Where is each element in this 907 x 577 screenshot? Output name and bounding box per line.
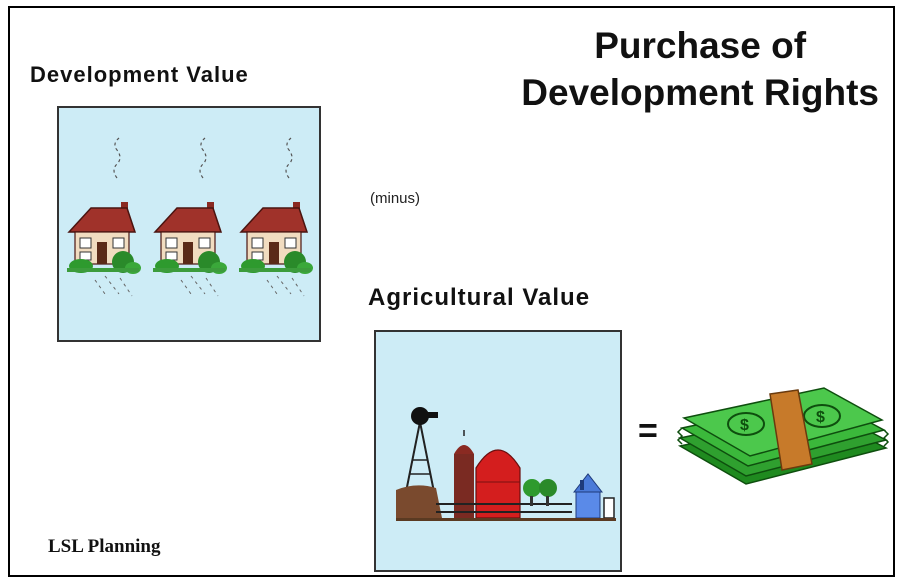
svg-text:$: $ (816, 409, 825, 426)
title-line-2: Development Rights (521, 72, 879, 113)
title-line-1: Purchase of (594, 25, 807, 66)
slide: Purchase of Development Rights Developme… (8, 6, 895, 577)
svg-text:$: $ (740, 417, 749, 434)
equals-sign: = (638, 412, 658, 450)
development-value-label: Development Value (30, 62, 249, 87)
credit-label: LSL Planning (48, 536, 161, 557)
minus-label: (minus) (370, 190, 421, 207)
agricultural-value-panel (374, 330, 622, 572)
slide-title: Purchase of Development Rights (521, 22, 879, 116)
development-value-panel (57, 106, 321, 342)
money-stack-icon: $ $ (676, 387, 890, 485)
farm-icon (396, 407, 616, 521)
agricultural-value-label: Agricultural Value (368, 284, 591, 311)
houses-icon (66, 137, 314, 297)
